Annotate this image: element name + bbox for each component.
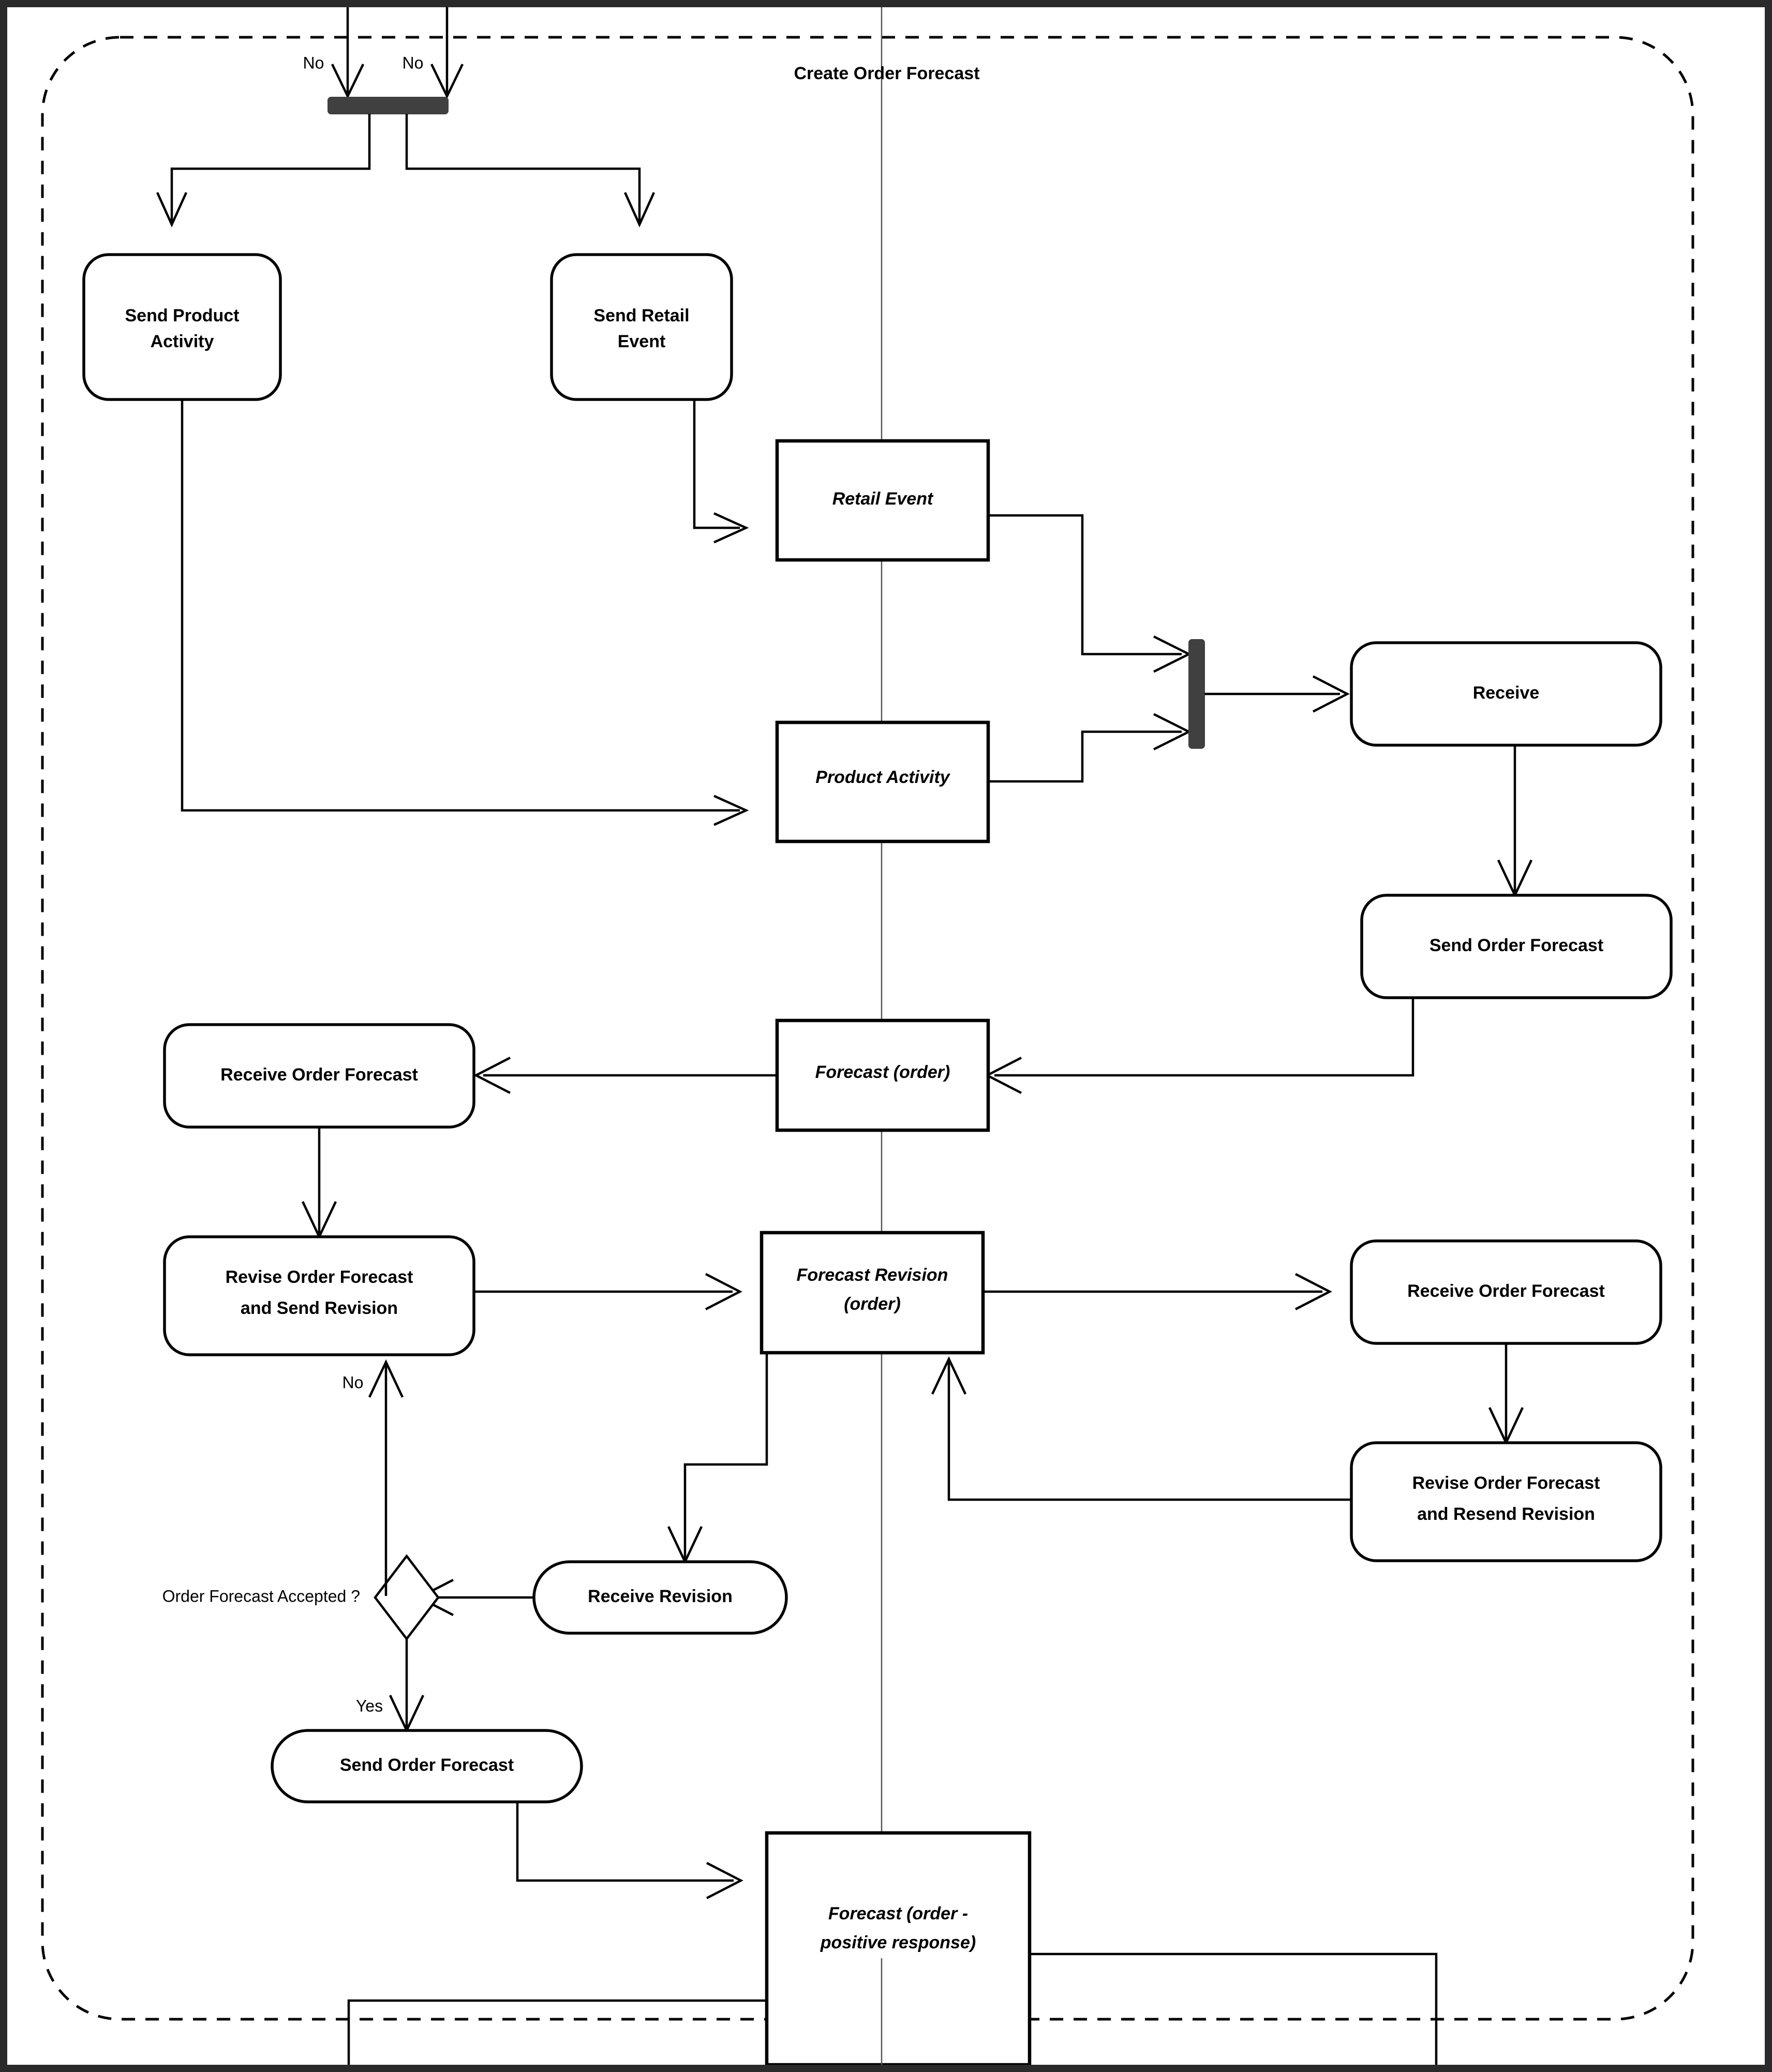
- flow-forecast-positive-out-left: [347, 1999, 767, 2065]
- node-decision-accepted[interactable]: [374, 1554, 440, 1641]
- flow-product-activity-to-join: [988, 730, 1182, 783]
- node-receive-order-forecast-1[interactable]: Receive Order Forecast: [163, 1023, 475, 1129]
- decision-question-label: Order Forecast Accepted ?: [162, 1587, 360, 1605]
- join-bar: [1188, 639, 1205, 749]
- node-label-line1: Send Product: [125, 306, 239, 325]
- node-label-line1: Receive: [1473, 683, 1540, 703]
- node-label-line1: Forecast (order -: [828, 1904, 968, 1923]
- arrowhead-receive-order-forecast-1: [473, 1056, 511, 1094]
- node-label-line2: Activity: [151, 332, 214, 351]
- node-send-retail-event[interactable]: Send Retail Event: [550, 253, 733, 401]
- node-label-line1: Revise Order Forecast: [226, 1267, 413, 1287]
- node-label-line1: Send Order Forecast: [340, 1755, 514, 1775]
- flow-send-order-forecast-1-to-forecast-order: [994, 998, 1414, 1077]
- arrowhead-retail-event: [713, 512, 749, 544]
- node-label-line1: Send Retail: [593, 306, 689, 325]
- flow-send-retail-event-to-retail-event: [693, 399, 740, 529]
- arrowhead-revise-send-loopback: [368, 1359, 404, 1398]
- node-retail-event[interactable]: Retail Event: [775, 439, 990, 562]
- fork-bar: [327, 97, 449, 114]
- node-label-line1: Forecast (order): [815, 1062, 950, 1082]
- flow-send-order-forecast-2-to-forecast-positive: [516, 1802, 734, 1882]
- arrowhead-product-activity: [713, 794, 749, 826]
- guard-no-left: No: [303, 53, 324, 72]
- guard-no-loop: No: [343, 1373, 364, 1392]
- arrowhead-forecast-revision-from-resend: [931, 1356, 967, 1395]
- flow-fork-to-send-retail-event: [405, 114, 641, 221]
- node-label-line1: Retail Event: [832, 489, 934, 509]
- node-label-line1: Product Activity: [815, 767, 951, 787]
- flow-forecast-revision-to-receive-revision: [683, 1353, 768, 1559]
- guard-no-right: No: [403, 53, 424, 72]
- arrowhead-forecast-revision: [705, 1272, 742, 1311]
- arrowhead-incoming-left: [331, 64, 365, 99]
- flow-fork-to-send-product-activity: [170, 114, 371, 221]
- node-label-line2: Event: [618, 332, 666, 351]
- node-receive-revision[interactable]: Receive Revision: [532, 1560, 788, 1635]
- node-receive[interactable]: Receive: [1350, 641, 1662, 747]
- node-label-line1: Receive Order Forecast: [220, 1065, 418, 1085]
- node-label-line2: and Resend Revision: [1417, 1504, 1595, 1524]
- flow-forecast-positive-out-right: [1030, 1952, 1438, 2065]
- node-revise-and-resend-revision[interactable]: Revise Order Forecast and Resend Revisio…: [1350, 1441, 1662, 1562]
- arrowhead-receive-order-forecast-2: [1294, 1272, 1332, 1311]
- node-send-order-forecast-1[interactable]: Send Order Forecast: [1360, 894, 1673, 999]
- node-receive-order-forecast-2[interactable]: Receive Order Forecast: [1350, 1239, 1662, 1345]
- node-product-activity[interactable]: Product Activity: [775, 720, 990, 843]
- arrowhead-send-product-activity: [156, 192, 188, 228]
- node-forecast-order-positive[interactable]: Forecast (order - positive response): [765, 1831, 1032, 2065]
- diagram-canvas: Create Order Forecast No No Send: [7, 7, 1765, 2065]
- node-label-line1: Forecast Revision: [797, 1265, 948, 1285]
- guard-yes: Yes: [356, 1696, 383, 1715]
- arrowhead-receive: [1312, 675, 1350, 713]
- flow-send-product-activity-to-product-activity: [181, 399, 740, 812]
- flow-revise-resend-to-forecast-revision: [947, 1362, 1351, 1501]
- flow-retail-event-to-join: [988, 514, 1182, 656]
- node-label-line2: and Send Revision: [241, 1298, 398, 1318]
- arrowhead-incoming-right: [430, 64, 464, 99]
- node-label-line1: Revise Order Forecast: [1412, 1473, 1600, 1493]
- node-send-product-activity[interactable]: Send Product Activity: [82, 253, 282, 401]
- node-label-line1: Send Order Forecast: [1429, 936, 1603, 955]
- node-label-line1: Receive Order Forecast: [1407, 1281, 1605, 1301]
- node-label-line2: positive response): [820, 1933, 976, 1952]
- node-forecast-order[interactable]: Forecast (order): [775, 1018, 990, 1132]
- node-forecast-revision-order[interactable]: Forecast Revision (order): [760, 1231, 985, 1355]
- activity-diagram-svg: Create Order Forecast No No Send: [41, 7, 1694, 2065]
- partition-title: Create Order Forecast: [794, 64, 979, 83]
- arrowhead-forecast-positive: [706, 1861, 743, 1900]
- node-label-line1: Receive Revision: [588, 1587, 733, 1606]
- arrowhead-send-retail-event: [623, 192, 656, 228]
- node-revise-and-send-revision[interactable]: Revise Order Forecast and Send Revision: [163, 1235, 475, 1356]
- node-send-order-forecast-2[interactable]: Send Order Forecast: [271, 1729, 583, 1803]
- node-label-line2: (order): [844, 1294, 901, 1314]
